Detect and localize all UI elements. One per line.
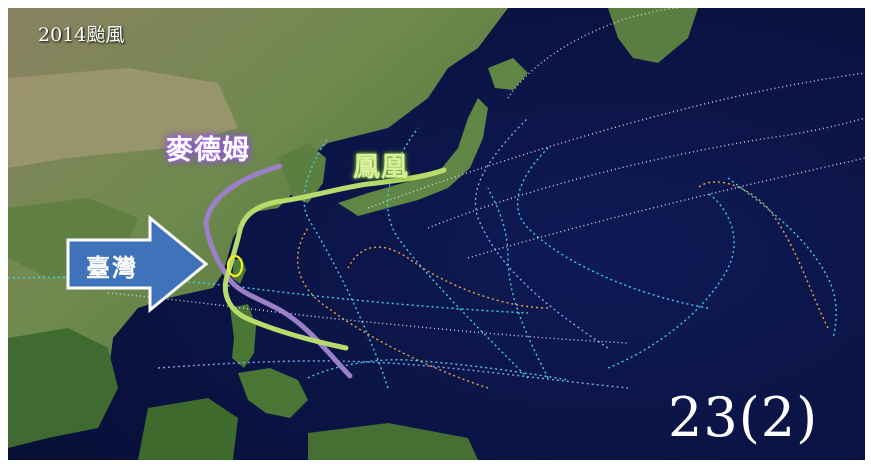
- indochina: [8, 328, 118, 448]
- typhoon-map: 2014颱風 麥德姆 鳳凰 臺灣 23(2): [8, 8, 865, 460]
- new-guinea: [308, 423, 478, 460]
- background-tracks: [8, 8, 865, 389]
- desert-region: [8, 68, 238, 168]
- megi-track: [203, 163, 353, 379]
- track-8: [727, 177, 837, 339]
- borneo: [138, 398, 238, 460]
- map-title: 2014颱風: [38, 24, 125, 46]
- ellipse-marker-icon: [226, 254, 244, 278]
- track-1: [303, 137, 389, 389]
- track-16: [487, 187, 549, 379]
- typhoon-count: 23(2): [668, 386, 819, 449]
- map-canvas: [8, 8, 865, 460]
- track-3: [474, 117, 609, 349]
- philippines-south: [238, 368, 308, 418]
- track-7: [697, 181, 829, 329]
- fung-wong-track: [222, 167, 447, 351]
- taiwan-label: 臺灣: [86, 253, 138, 282]
- track-18: [607, 192, 735, 369]
- korea: [278, 143, 326, 203]
- japan-honshu: [338, 98, 488, 216]
- track-4: [516, 147, 709, 309]
- track-15: [507, 8, 679, 99]
- track-10: [8, 276, 529, 314]
- right-arrow-icon: [66, 214, 209, 314]
- kamchatka: [608, 8, 698, 63]
- track-2: [386, 127, 529, 379]
- megi-label: 麥德姆: [166, 135, 250, 166]
- track-11: [157, 360, 629, 389]
- fung-wong-label: 鳳凰: [353, 152, 409, 183]
- track-9: [107, 292, 629, 344]
- japan-hokkaido: [488, 58, 528, 90]
